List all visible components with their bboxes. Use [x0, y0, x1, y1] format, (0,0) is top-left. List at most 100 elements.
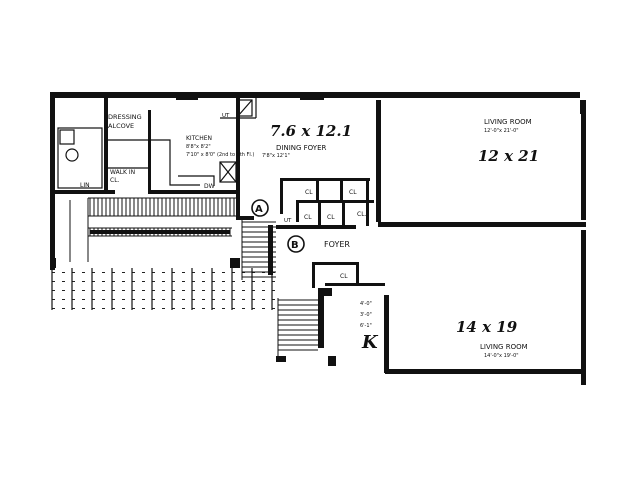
kitchenette-dims-2: 3'-0": [360, 312, 372, 318]
dressing-alcove-label-1: DRESSING: [108, 113, 142, 121]
grid-dot: [52, 290, 55, 291]
grid-dot: [102, 272, 105, 273]
grid-dot: [212, 299, 215, 300]
grid-dot: [102, 308, 105, 309]
stair-rail: [90, 230, 230, 234]
grid-dot: [242, 290, 245, 291]
grid-dot: [202, 308, 205, 309]
walk-in-closet-label-1: WALK IN: [110, 169, 135, 176]
grid-dot: [232, 290, 235, 291]
grid-dot: [132, 281, 135, 282]
grid-dot: [252, 299, 255, 300]
stairs-center: [241, 220, 276, 280]
grid-dot: [192, 290, 195, 291]
grid-dot: [272, 299, 275, 300]
stairs-left: [69, 197, 236, 262]
grid-dot: [162, 299, 165, 300]
living-room-dims: 12 x 21: [478, 147, 539, 165]
living-room-dims-small: 12'-0"x 21'-0": [484, 128, 519, 134]
dressing-alcove-label-2: ALCOVE: [108, 122, 134, 130]
grid-dot: [52, 281, 55, 282]
grid-dot: [52, 299, 55, 300]
dining-foyer-label: DINING FOYER: [276, 144, 326, 152]
grid-dot: [182, 281, 185, 282]
dining-foyer-dims: 7.6 x 12.1: [270, 122, 352, 140]
grid-dot: [192, 299, 195, 300]
grid-dot: [242, 308, 245, 309]
grid-dot: [242, 299, 245, 300]
grid-dot: [82, 272, 85, 273]
kitchenette-k-label: K: [361, 332, 379, 353]
lower-room-label: LIVING ROOM: [480, 343, 528, 351]
grid-dot: [162, 281, 165, 282]
grid-dot: [252, 308, 255, 309]
grid-dot: [182, 290, 185, 291]
grid-dot: [272, 281, 275, 282]
grid-dot: [102, 290, 105, 291]
marker-a-label: A: [255, 204, 263, 215]
grid-dot: [82, 290, 85, 291]
grid-dot: [122, 272, 125, 273]
grid-dot: [182, 272, 185, 273]
grid-dot: [222, 290, 225, 291]
kitchen-dims-1: 8'8"x 8'2": [186, 144, 211, 150]
lower-room-dims: 14 x 19: [456, 318, 518, 336]
grid-dot: [202, 299, 205, 300]
grid-dot: [202, 290, 205, 291]
grid-dot: [232, 272, 235, 273]
grid-dot: [152, 281, 155, 282]
grid-dot: [212, 308, 215, 309]
grid-dot: [262, 299, 265, 300]
grid-dot: [62, 281, 65, 282]
grid-dot: [192, 272, 195, 273]
grid-dot: [92, 281, 95, 282]
grid-dot: [132, 290, 135, 291]
kitchenette-dims-1: 4'-0": [360, 301, 372, 307]
lower-grid-area: [51, 268, 275, 310]
closet-label-4: CL: [327, 214, 335, 221]
grid-dot: [92, 290, 95, 291]
utility-label-top: UT: [222, 113, 230, 119]
grid-dot: [112, 290, 115, 291]
grid-dot: [132, 299, 135, 300]
grid-dot: [202, 281, 205, 282]
kitchen-label: KITCHEN: [186, 135, 212, 142]
grid-dot: [102, 299, 105, 300]
grid-dot: [142, 290, 145, 291]
grid-dot: [122, 299, 125, 300]
grid-dot: [222, 308, 225, 309]
grid-dot: [112, 308, 115, 309]
dishwasher-label: DW: [204, 183, 215, 190]
grid-dot: [72, 281, 75, 282]
grid-dot: [72, 272, 75, 273]
kitchen-dims-2: 7'10" x 8'0" (2nd to 5th Fl.): [186, 152, 254, 158]
grid-dot: [122, 308, 125, 309]
grid-dot: [192, 281, 195, 282]
grid-dot: [212, 281, 215, 282]
grid-dot: [242, 281, 245, 282]
grid-dot: [62, 299, 65, 300]
grid-dot: [112, 272, 115, 273]
grid-dot: [222, 299, 225, 300]
grid-dot: [92, 299, 95, 300]
grid-dot: [102, 281, 105, 282]
grid-dot: [142, 308, 145, 309]
foyer-label: FOYER: [324, 240, 350, 249]
grid-dot: [172, 272, 175, 273]
closet-label-6: CL.: [357, 211, 367, 218]
linen-closet-label: LIN: [80, 182, 90, 189]
grid-dot: [52, 272, 55, 273]
grid-dot: [92, 272, 95, 273]
grid-dot: [62, 290, 65, 291]
closet-label-5: CL: [340, 273, 348, 280]
grid-dot: [182, 308, 185, 309]
stairs-lower: [277, 298, 318, 356]
grid-dot: [262, 281, 265, 282]
grid-dot: [272, 308, 275, 309]
grid-dot: [172, 299, 175, 300]
grid-dot: [142, 272, 145, 273]
grid-dot: [132, 272, 135, 273]
grid-dot: [112, 281, 115, 282]
lower-room-dims-small: 14'-0"x 19'-0": [484, 353, 519, 359]
